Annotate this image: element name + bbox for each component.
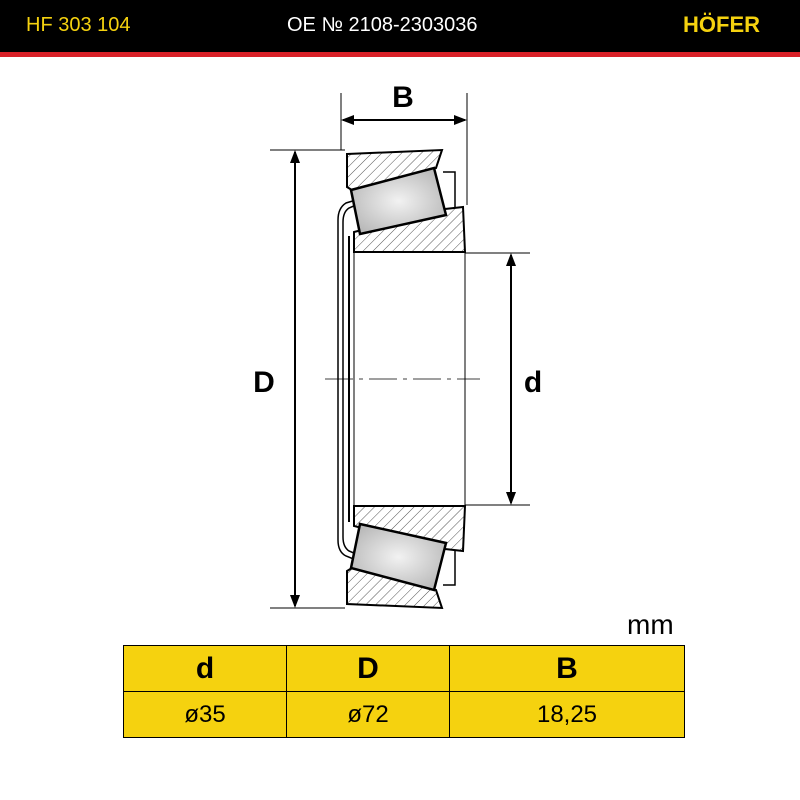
spec-header-D: D — [286, 645, 450, 692]
spec-value-B: 18,25 — [449, 691, 685, 738]
bearing-drawing: B D d — [253, 81, 542, 610]
dimension-b-label: B — [392, 81, 414, 114]
roller-bottom — [349, 522, 448, 592]
dimension-d-inner-label: d — [524, 366, 542, 399]
spec-table: d D B ø35 ø72 18,25 — [123, 645, 685, 738]
dimension-d-outer-label: D — [253, 366, 275, 399]
spec-header-row: d D B — [123, 645, 685, 692]
brand-logo: HÖFER — [683, 12, 760, 37]
oe-number: OE № 2108-2303036 — [287, 14, 478, 36]
dimension-d-outer — [270, 149, 345, 609]
unit-label: mm — [627, 609, 674, 640]
spec-value-D: ø72 — [286, 691, 450, 738]
part-number: HF 303 104 — [26, 14, 131, 36]
spec-value-d: ø35 — [123, 691, 287, 738]
inner-ring-bottom — [353, 505, 467, 553]
spec-header-d: d — [123, 645, 287, 692]
cage — [337, 171, 456, 586]
header-bar: HF 303 104 OE № 2108-2303036 HÖFER — [0, 0, 800, 57]
spec-header-B: B — [449, 645, 685, 692]
roller-top — [349, 166, 448, 236]
header-divider — [0, 52, 800, 57]
dimension-d-inner — [465, 252, 530, 506]
dimension-b — [340, 93, 468, 205]
spec-value-row: ø35 ø72 18,25 — [123, 691, 685, 738]
